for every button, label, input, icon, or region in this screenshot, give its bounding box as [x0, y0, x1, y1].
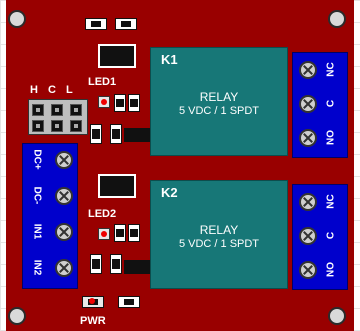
relay-k1: K1 RELAY 5 VDC / 1 SPDT: [150, 47, 288, 156]
led1-label: LED1: [88, 76, 117, 88]
jumper-label-h: H: [30, 84, 38, 96]
screw-terminal-k2-no[interactable]: [299, 261, 317, 279]
relay-module-board: LED1 H C L DC+ DC- IN1 IN2 LED2 PWR K: [6, 0, 354, 331]
smd-diode-ch1-a: [90, 124, 102, 144]
terminal-label-dcplus: DC+: [31, 149, 43, 170]
transistor-ch2: [124, 260, 150, 274]
smd-resistor-top-2: [115, 18, 137, 30]
mounting-hole-top-left: [8, 10, 26, 28]
transistor-ch1: [124, 128, 150, 142]
pwr-led-indicator: [87, 296, 99, 308]
smd-resistor-top-1: [85, 18, 107, 30]
screw-terminal-dcminus[interactable]: [55, 187, 73, 205]
smd-resistor-ch2-b: [128, 224, 140, 242]
terminal-label-k1-c: C: [325, 99, 337, 108]
header-pin: [32, 120, 44, 132]
optocoupler-2: [98, 174, 136, 198]
terminal-label-in1: IN1: [31, 223, 43, 240]
mounting-hole-top-right: [328, 10, 346, 28]
terminal-label-k1-nc: NC: [325, 62, 337, 77]
relay-k1-spec: 5 VDC / 1 SPDT: [178, 105, 260, 117]
screw-terminal-k1-nc[interactable]: [299, 61, 317, 79]
smd-resistor-ch2-a: [114, 224, 126, 242]
terminal-label-k2-c: C: [325, 231, 337, 240]
terminal-label-dcminus: DC-: [31, 186, 43, 205]
smd-diode-ch2-a: [90, 254, 102, 274]
relay2-terminal-block: NC C NO: [292, 184, 348, 290]
terminal-label-k1-no: NO: [325, 130, 337, 145]
terminal-label-in2: IN2: [31, 259, 43, 276]
led1-indicator: [98, 96, 110, 108]
relay-k1-id: K1: [161, 52, 178, 67]
led2-indicator: [98, 228, 110, 240]
screw-terminal-in2[interactable]: [55, 259, 73, 277]
led2-label: LED2: [88, 208, 117, 220]
header-pin: [51, 120, 63, 132]
mounting-hole-bottom-right: [328, 307, 346, 325]
header-pin: [70, 120, 82, 132]
screw-terminal-k2-nc[interactable]: [299, 193, 317, 211]
header-pin: [51, 104, 63, 116]
smd-diode-ch1-b: [110, 124, 122, 144]
smd-diode-ch2-b: [110, 254, 122, 274]
relay-k1-name: RELAY: [199, 90, 239, 104]
jumper-label-l: L: [66, 84, 73, 96]
header-pin: [70, 104, 82, 116]
jumper-label-c: C: [48, 84, 56, 96]
jumper-header[interactable]: [28, 99, 88, 135]
relay-k2-name: RELAY: [199, 223, 239, 237]
pwr-label: PWR: [80, 315, 106, 327]
smd-resistor-ch1-b: [128, 94, 140, 112]
mounting-hole-bottom-left: [8, 307, 26, 325]
relay-k2-spec: 5 VDC / 1 SPDT: [178, 238, 260, 250]
relay-k2-id: K2: [161, 185, 178, 200]
optocoupler-1: [98, 44, 136, 68]
pwr-resistor: [118, 296, 140, 308]
screw-terminal-k1-c[interactable]: [299, 95, 317, 113]
terminal-label-k2-nc: NC: [325, 194, 337, 209]
input-terminal-block: DC+ DC- IN1 IN2: [22, 143, 78, 289]
smd-resistor-ch1-a: [114, 94, 126, 112]
screw-terminal-k2-c[interactable]: [299, 227, 317, 245]
relay1-terminal-block: NC C NO: [292, 52, 348, 158]
header-pin: [32, 104, 44, 116]
screw-terminal-in1[interactable]: [55, 223, 73, 241]
terminal-label-k2-no: NO: [325, 262, 337, 277]
screw-terminal-dcplus[interactable]: [55, 151, 73, 169]
relay-k2: K2 RELAY 5 VDC / 1 SPDT: [150, 180, 288, 289]
screw-terminal-k1-no[interactable]: [299, 129, 317, 147]
